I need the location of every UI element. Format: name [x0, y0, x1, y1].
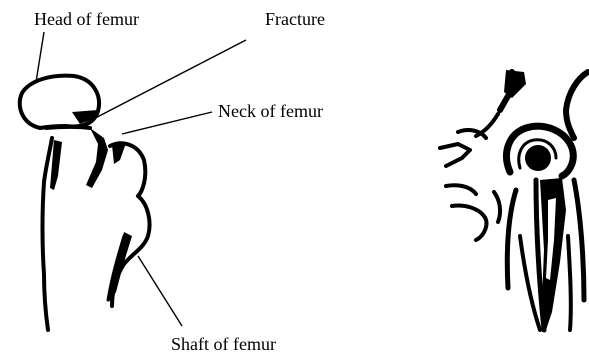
- shaft-medial-edge: [43, 138, 53, 330]
- label-shaft-of-femur: Shaft of femur: [171, 335, 276, 353]
- femoral-head-shade: [72, 110, 98, 124]
- label-fracture: Fracture: [265, 10, 325, 28]
- trochanter-shade: [112, 143, 126, 164]
- fracture-line: [46, 127, 90, 128]
- pelvis-scribble-3: [446, 185, 476, 194]
- pelvis-blob: [504, 70, 526, 98]
- fractured-femur-illustration: [20, 76, 150, 330]
- neck-shade: [86, 128, 108, 188]
- pelvis-fragment-upper-right: [566, 72, 588, 138]
- label-neck-of-femur: Neck of femur: [218, 102, 323, 120]
- label-head-of-femur: Head of femur: [34, 10, 139, 28]
- leader-shaft: [138, 256, 182, 326]
- femur-shaft-right: [574, 180, 584, 300]
- prosthetic-head: [525, 145, 551, 171]
- shaft-lateral-edge: [112, 196, 150, 306]
- shaft-inner-shade: [108, 232, 132, 302]
- pelvis-scribble-2: [440, 144, 470, 166]
- lower-shaft-lines-2: [568, 236, 571, 330]
- femur-shaft-left: [507, 190, 516, 288]
- leader-neck: [122, 112, 212, 134]
- pelvis-scribble-4: [452, 205, 486, 240]
- hip-prosthesis-illustration: [440, 70, 588, 330]
- leader-head: [36, 32, 44, 82]
- pelvis-scribble-5: [494, 192, 500, 222]
